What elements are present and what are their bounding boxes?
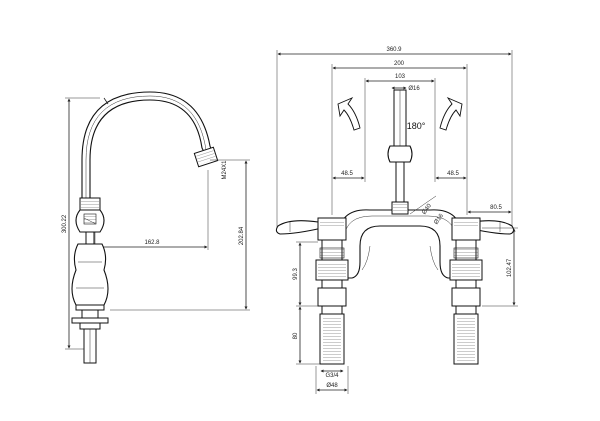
- left-offset-label: 48.5: [341, 171, 353, 177]
- overall-width-label: 360.9: [386, 47, 402, 53]
- centres-label: 200: [394, 61, 405, 67]
- reach-label: 162.8: [144, 240, 160, 246]
- spout-height-label: 202.84: [239, 226, 245, 245]
- bridge-dia-small-label: Ø16: [433, 213, 445, 226]
- bridge-dia-label: Ø40: [421, 203, 433, 216]
- rotation-label: 180°: [407, 121, 426, 131]
- handle-offset-label: 80.5: [490, 205, 502, 211]
- valve-height-label: 99.3: [293, 268, 299, 280]
- right-offset-label: 48.5: [447, 171, 459, 177]
- spout-body-label: 103: [395, 74, 406, 80]
- right-height-label: 102.47: [507, 258, 513, 277]
- shank-length-label: 80: [293, 332, 299, 339]
- side-view: 300.22 M24X1 202.84 162.8: [62, 91, 250, 364]
- thread-label: M24X1: [222, 160, 228, 180]
- height-total-label: 300.22: [62, 214, 68, 233]
- right-valve: [449, 217, 515, 365]
- front-view: 360.9 200 103 Ø16 180° 48.5 48.5: [275, 47, 518, 394]
- aerator-icon: [193, 146, 219, 168]
- left-valve: [275, 217, 349, 365]
- connection-label: G3/4: [325, 373, 339, 379]
- rotation-arrows-icon: [337, 96, 463, 131]
- spout-dia-label: Ø16: [408, 86, 420, 92]
- base-dia-label: Ø48: [326, 383, 338, 389]
